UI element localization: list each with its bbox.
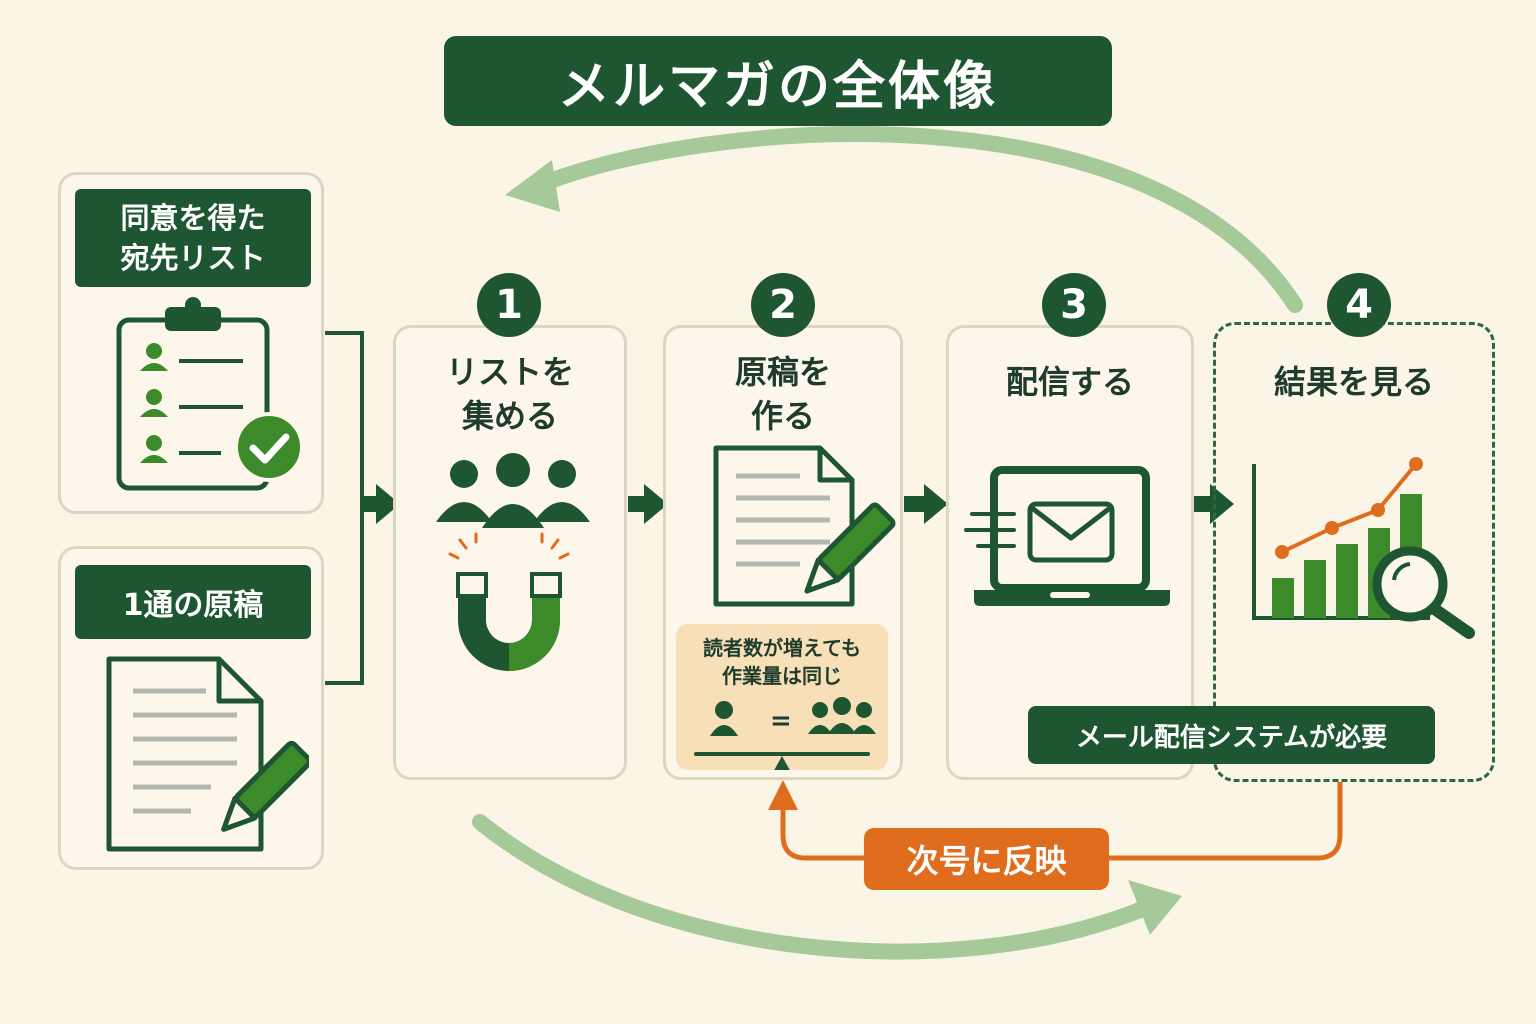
step-3-title: 配信する	[1005, 363, 1134, 401]
feedback-label: 次号に反映	[864, 828, 1109, 890]
step-2-number: 2	[751, 273, 815, 337]
draft-card: 1通の原稿	[58, 546, 324, 870]
note-line1: 読者数が増えても	[703, 636, 861, 660]
checkmark-icon	[234, 412, 304, 482]
step-1-title: リストを 集める	[445, 353, 574, 435]
magnet-icon	[448, 532, 570, 671]
page-title: メルマガの全体像	[444, 36, 1112, 126]
step-1-card	[393, 325, 627, 780]
system-required-label: メール配信システムが必要	[1028, 706, 1435, 764]
note-line2: 作業量は同じ	[722, 664, 842, 688]
clipboard-icon	[116, 297, 270, 491]
step-3-number: 3	[1042, 273, 1106, 337]
draft-label: 1通の原稿	[75, 565, 311, 639]
recipient-list-label: 同意を得た 宛先リスト	[75, 189, 311, 287]
step-2-title: 原稿を 作る	[734, 353, 831, 435]
magnifier-icon	[1372, 546, 1475, 639]
step-4-number: 4	[1327, 273, 1391, 337]
people-icon	[436, 453, 590, 528]
pencil-icon	[804, 502, 896, 594]
equals-sign: =	[770, 706, 792, 736]
workload-note: 読者数が増えても 作業量は同じ =	[676, 624, 888, 770]
step-4-title: 結果を見る	[1273, 363, 1434, 401]
step-1-number: 1	[477, 273, 541, 337]
recipient-list-card: 同意を得た 宛先リスト	[58, 172, 324, 514]
balance-scale-icon	[694, 697, 876, 770]
laptop-mail-icon	[964, 466, 1170, 606]
pencil-icon	[221, 740, 309, 832]
